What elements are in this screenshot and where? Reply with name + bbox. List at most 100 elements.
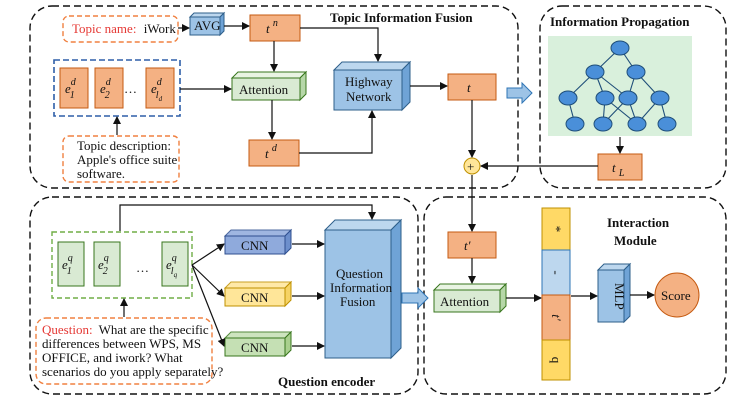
cnn-side-2 — [284, 280, 292, 308]
desc-embedding-1-sub: 1 — [70, 90, 75, 101]
to-attention-arrow — [401, 286, 429, 310]
desc-embedding-1-box — [59, 67, 89, 109]
tree-node-9 — [593, 116, 613, 132]
topic-description-line2: software. — [77, 166, 125, 181]
cnn-label-1: CNN — [241, 238, 269, 253]
question-embedding-1-sub: 1 — [67, 266, 72, 277]
avg-block-side — [219, 11, 225, 37]
desc-embedding-3-sub: l — [156, 90, 159, 101]
cnn-top-1 — [223, 229, 293, 237]
arrow-skip-to-fusion — [119, 204, 376, 231]
cnn-top-2 — [223, 281, 293, 289]
question-embedding-1-sup: q — [68, 253, 73, 264]
question-embedding-2-box — [93, 241, 121, 287]
question-embedding-2: eq 2 — [93, 241, 121, 287]
arrow-emb-to-cnn3 — [191, 264, 226, 347]
topic-name-value: iWork — [144, 21, 177, 36]
question-encoder-title: Question encoder — [278, 374, 375, 389]
question-line1: Question: What are the specific — [42, 322, 209, 337]
mlp-label: MLP — [612, 283, 627, 310]
question-embedding-3-base: e — [166, 257, 172, 272]
t-l-symbol: t L — [612, 160, 625, 179]
question-embedding-2-base: e — [98, 257, 104, 272]
arrow-td-to-highway — [299, 110, 376, 154]
desc-embedding-3-box — [145, 67, 175, 109]
tree-node-6 — [618, 90, 638, 106]
topic-description-label: Topic description: — [77, 138, 171, 153]
t-l-box — [597, 153, 643, 181]
cnn-side-1 — [284, 228, 292, 256]
question-box — [35, 317, 213, 385]
question-embedding-3-subsub: q — [174, 271, 178, 279]
highway-network-top — [332, 61, 412, 71]
question-embedding-2-sub: 2 — [103, 266, 108, 277]
t-d-box — [248, 139, 300, 167]
vector-cell-label-1: * — [549, 226, 564, 233]
tree-node-3 — [626, 64, 646, 80]
question-embedding-2-symbol: eq 2 — [98, 253, 109, 277]
cnn-block-3: CNN — [223, 330, 293, 358]
cnn-block-1: CNN — [223, 228, 293, 256]
t-n-sup: n — [273, 18, 278, 29]
t-symbol: t — [467, 80, 471, 95]
info-propagation-panel — [539, 5, 727, 189]
desc-embedding-3-sup: d — [157, 77, 163, 88]
cnn-block-2: CNN — [223, 280, 293, 308]
question-embedding-1-base: e — [62, 257, 68, 272]
tree-node-10 — [627, 116, 647, 132]
score-label: Score — [661, 288, 691, 303]
question-embedding-3-sub: l — [171, 266, 174, 277]
question-embedding-3-box — [161, 241, 189, 287]
t-n-symbol: t n — [266, 18, 278, 36]
attention-top-label: Attention — [239, 82, 289, 97]
interaction-vector: * - t′ q — [541, 207, 571, 381]
vector-cell-4: q — [541, 339, 571, 381]
mlp-block-side — [623, 262, 631, 324]
interaction-title-line1: Interaction — [607, 215, 670, 230]
tree-node-8 — [565, 116, 585, 132]
desc-embedding-1-base: e — [65, 81, 71, 96]
topic-fusion-title: Topic Information Fusion — [330, 10, 473, 25]
attention-bottom-side — [499, 282, 507, 314]
highway-line2: Network — [346, 89, 392, 104]
topic-description-box — [62, 135, 180, 183]
attention-bottom-top — [432, 283, 508, 291]
question-embedding-1-symbol: eq 1 — [62, 253, 73, 277]
arrow-emb-to-cnn1 — [191, 243, 225, 266]
desc-embedding-2-base: e — [100, 81, 106, 96]
question-label: Question: — [42, 322, 93, 337]
tree-node-2 — [585, 64, 605, 80]
avg-label: AVG — [194, 18, 221, 33]
question-embedding-2-sup: q — [104, 253, 109, 264]
vector-cell-label-2: - — [549, 270, 564, 274]
question-fusion-line1: Question — [336, 266, 383, 281]
vector-cell-label-3: t′ — [549, 314, 564, 321]
cnn-side-3 — [284, 330, 292, 358]
score-node — [654, 272, 700, 318]
desc-embedding-2-sup: d — [106, 77, 112, 88]
vector-cell-label-4: q — [549, 357, 564, 364]
question-fusion-line2: Information — [330, 280, 393, 295]
question-fusion-side — [390, 218, 402, 360]
tree-node-4 — [558, 90, 578, 106]
desc-embedding-3-subsub: d — [159, 95, 163, 103]
question-embedding-3-sup: q — [172, 253, 177, 264]
question-fusion-top — [323, 219, 403, 231]
vector-cell-box-2 — [541, 249, 571, 296]
tree-node-7 — [650, 90, 670, 106]
vector-cell-box-1 — [541, 207, 571, 251]
attention-top-top — [230, 71, 308, 79]
topic-name-box — [62, 15, 179, 43]
arrow-tn-to-highway — [300, 27, 382, 62]
question-line3: OFFICE, and iwork? What — [42, 350, 183, 365]
topic-description-line1: Apple's office suite — [77, 152, 178, 167]
attention-bottom-label: Attention — [440, 294, 490, 309]
highway-network — [333, 69, 403, 111]
tree-node-11 — [657, 116, 677, 132]
